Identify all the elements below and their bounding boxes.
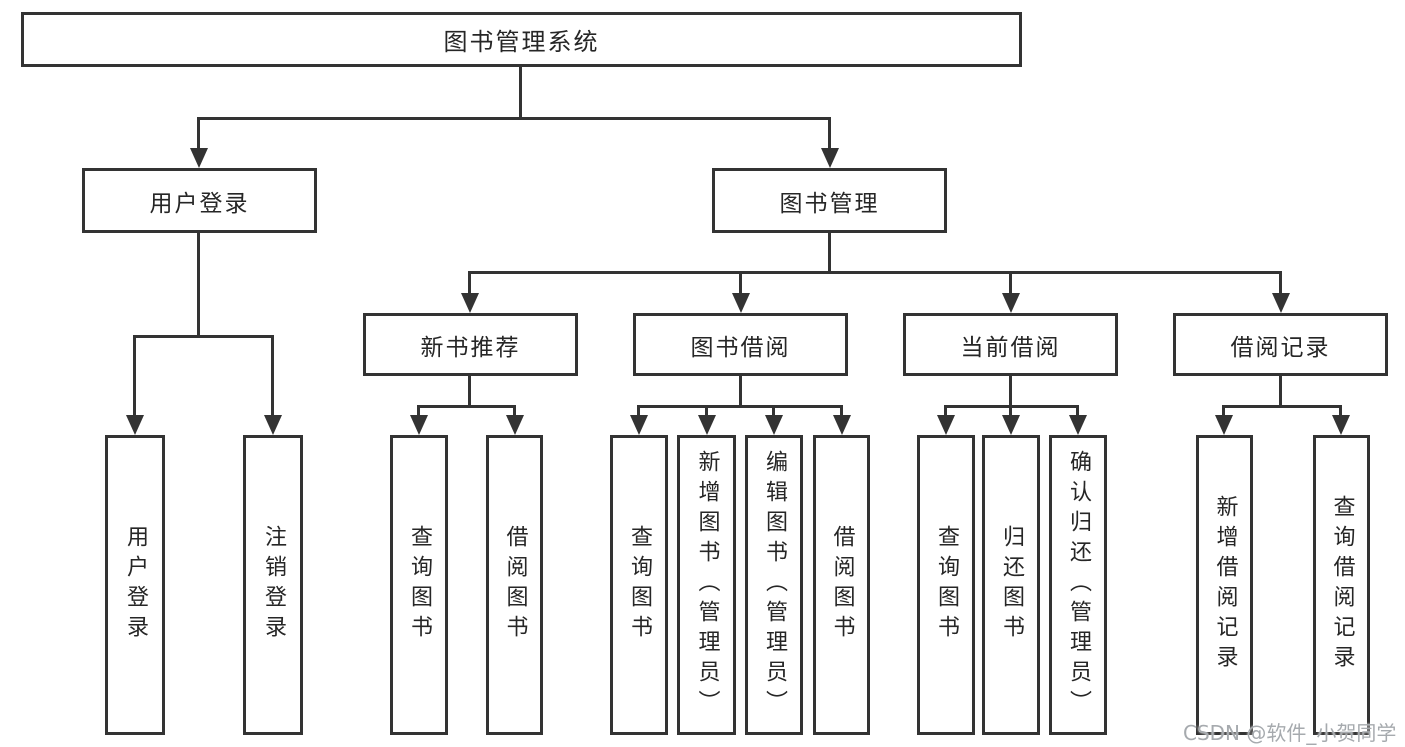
node-label: 借阅记录 bbox=[1230, 334, 1331, 361]
connector-user-login-bus bbox=[133, 335, 274, 338]
leaf-label: 编辑图书（管理员） bbox=[762, 450, 787, 720]
leaf-query-books-under-borrowing: 查询图书 bbox=[610, 435, 668, 735]
connector-book-management-stem bbox=[828, 233, 831, 273]
arrow-into-leaf-logout bbox=[263, 335, 282, 435]
leaf-label: 归还图书 bbox=[999, 525, 1024, 645]
arrow-into-leaf-add-books bbox=[697, 405, 716, 435]
node-label: 用户登录 bbox=[149, 190, 250, 217]
leaf-borrow-books-under-borrowing: 借阅图书 bbox=[813, 435, 870, 735]
node-label: 图书管理 bbox=[779, 190, 880, 217]
leaf-user-login: 用户登录 bbox=[105, 435, 165, 735]
arrow-into-book-management bbox=[820, 117, 839, 168]
arrow-into-leaf-query-record bbox=[1331, 405, 1350, 435]
connector-book-borrow-bus bbox=[637, 405, 843, 408]
leaf-label: 查询图书 bbox=[934, 525, 959, 645]
arrow-into-leaf-confirm-return bbox=[1068, 405, 1087, 435]
node-root-label: 图书管理系统 bbox=[443, 28, 600, 56]
arrow-into-new-book-rec bbox=[460, 271, 479, 313]
arrow-into-leaf-borrow-books-1 bbox=[505, 405, 524, 435]
node-borrowing-records: 借阅记录 bbox=[1173, 313, 1388, 376]
connector-new-book-rec-stem bbox=[468, 376, 471, 407]
leaf-add-books-admin: 新增图书（管理员） bbox=[677, 435, 736, 735]
arrow-into-borrow-records bbox=[1271, 271, 1290, 313]
connector-new-book-rec-bus bbox=[417, 405, 516, 408]
leaf-label: 查询借阅记录 bbox=[1329, 495, 1355, 675]
arrow-into-user-login bbox=[189, 117, 208, 168]
arrow-into-leaf-edit-books bbox=[764, 405, 783, 435]
leaf-query-borrow-record: 查询借阅记录 bbox=[1313, 435, 1370, 735]
arrow-into-leaf-add-record bbox=[1214, 405, 1233, 435]
node-current-borrowing: 当前借阅 bbox=[903, 313, 1118, 376]
leaf-label: 注销登录 bbox=[261, 525, 286, 645]
arrow-into-leaf-query-books-3 bbox=[936, 405, 955, 435]
leaf-label: 新增图书（管理员） bbox=[694, 450, 720, 720]
leaf-label: 用户登录 bbox=[123, 525, 148, 645]
leaf-query-books-under-current: 查询图书 bbox=[917, 435, 975, 735]
arrow-into-leaf-query-books-1 bbox=[409, 405, 428, 435]
arrow-into-book-borrow bbox=[731, 271, 750, 313]
node-label: 当前借阅 bbox=[960, 334, 1061, 361]
connector-user-login-stem bbox=[197, 233, 200, 338]
node-new-book-recommend: 新书推荐 bbox=[363, 313, 578, 376]
connector-borrow-records-bus bbox=[1222, 405, 1342, 408]
csdn-watermark: CSDN @软件_小贺同学 bbox=[1183, 721, 1397, 745]
leaf-add-borrow-record: 新增借阅记录 bbox=[1196, 435, 1253, 735]
connector-borrow-records-stem bbox=[1279, 376, 1282, 407]
leaf-confirm-return-admin: 确认归还（管理员） bbox=[1049, 435, 1107, 735]
arrow-into-current-borrow bbox=[1001, 271, 1020, 313]
arrow-into-leaf-query-books-2 bbox=[629, 405, 648, 435]
arrow-into-leaf-borrow-books-2 bbox=[832, 405, 851, 435]
leaf-label: 查询图书 bbox=[407, 525, 432, 645]
leaf-label: 借阅图书 bbox=[502, 525, 528, 645]
node-book-borrowing: 图书借阅 bbox=[633, 313, 848, 376]
node-book-management: 图书管理 bbox=[712, 168, 947, 233]
connector-root-stem bbox=[519, 67, 522, 117]
leaf-label: 查询图书 bbox=[627, 525, 652, 645]
connector-book-borrow-stem bbox=[739, 376, 742, 407]
node-root-library-system: 图书管理系统 bbox=[21, 12, 1022, 67]
leaf-label: 借阅图书 bbox=[829, 525, 855, 645]
leaf-query-books-under-recommend: 查询图书 bbox=[390, 435, 448, 735]
leaf-return-books: 归还图书 bbox=[982, 435, 1040, 735]
connector-root-bus bbox=[197, 117, 831, 120]
leaf-edit-books-admin: 编辑图书（管理员） bbox=[745, 435, 803, 735]
leaf-label: 新增借阅记录 bbox=[1212, 495, 1238, 675]
connector-current-borrow-stem bbox=[1009, 376, 1012, 407]
arrow-into-leaf-user-login bbox=[125, 335, 144, 435]
node-label: 新书推荐 bbox=[420, 334, 521, 361]
node-user-login: 用户登录 bbox=[82, 168, 317, 233]
leaf-label: 确认归还（管理员） bbox=[1066, 450, 1091, 720]
leaf-borrow-books-under-recommend: 借阅图书 bbox=[486, 435, 543, 735]
arrow-into-leaf-return-books bbox=[1001, 405, 1020, 435]
node-label: 图书借阅 bbox=[690, 334, 791, 361]
connector-book-management-bus bbox=[468, 271, 1282, 274]
leaf-logout: 注销登录 bbox=[243, 435, 303, 735]
